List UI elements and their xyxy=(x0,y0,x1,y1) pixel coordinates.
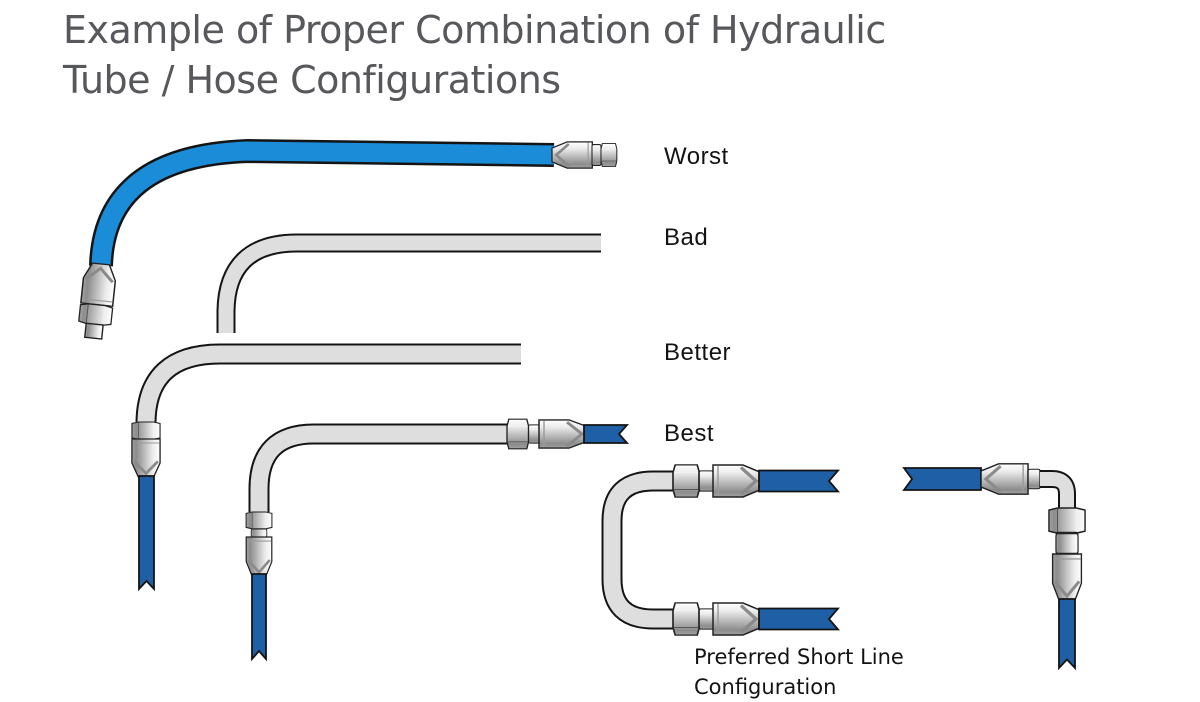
crimp-socket xyxy=(979,462,1030,496)
elbow-left-fitting xyxy=(979,462,1041,496)
hex-nut xyxy=(1048,507,1086,534)
collar-ring xyxy=(698,470,715,492)
elbow-assembly xyxy=(902,462,1086,671)
u-bottom-hose xyxy=(758,607,840,631)
page-title-line-1: Example of Proper Combination of Hydraul… xyxy=(63,8,886,52)
u-top-hose xyxy=(758,469,840,493)
caption-line-1: Preferred Short Line xyxy=(694,645,904,669)
u-bottom-fitting xyxy=(672,601,763,637)
bad-tube xyxy=(218,235,601,333)
hex-nut xyxy=(506,418,530,450)
hex-nut xyxy=(245,511,273,530)
u-tube xyxy=(603,472,675,628)
hex-nut xyxy=(672,602,701,636)
better-assembly xyxy=(130,343,521,592)
best-left-fitting xyxy=(244,511,274,578)
worst-hose-assembly xyxy=(77,138,618,340)
collar-ring xyxy=(1027,468,1041,490)
elbow-lower-fitting xyxy=(1048,507,1086,603)
elbow-bottom-hose xyxy=(1058,598,1076,671)
better-tube-outline xyxy=(135,343,521,423)
crimp-socket xyxy=(537,418,589,450)
page-title: Example of Proper Combination of Hydraul… xyxy=(63,5,1043,105)
crimp-socket xyxy=(79,260,119,308)
elbow-left-hose xyxy=(902,467,982,491)
label-worst: Worst xyxy=(664,143,729,170)
crimp-socket xyxy=(711,463,763,499)
better-tube xyxy=(137,345,521,423)
label-bad: Bad xyxy=(664,224,709,251)
crimp-socket xyxy=(1051,552,1083,603)
worst-hose-right-fitting xyxy=(550,140,618,170)
crimp-socket xyxy=(711,601,763,637)
best-assembly xyxy=(244,418,630,662)
best-left-hose xyxy=(251,573,267,662)
crimp-socket xyxy=(130,437,162,479)
worst-hose xyxy=(91,141,555,267)
preferred-u-assembly xyxy=(601,463,840,637)
better-hose xyxy=(138,475,155,592)
fitting-stem xyxy=(83,322,104,340)
collar-ring xyxy=(698,608,715,630)
hex-nut xyxy=(600,143,618,167)
u-top-fitting xyxy=(672,463,763,499)
best-tube xyxy=(250,425,507,512)
bad-tube-outline xyxy=(216,233,601,333)
hex-nut xyxy=(131,421,161,440)
label-better: Better xyxy=(664,339,732,366)
elbow-tube xyxy=(1040,472,1074,508)
crimp-socket xyxy=(244,535,274,578)
caption-line-2: Configuration xyxy=(694,675,837,699)
crimp-socket xyxy=(550,140,594,170)
best-right-fitting xyxy=(506,418,589,450)
hex-nut xyxy=(77,302,114,327)
bad-tube-assembly xyxy=(216,233,601,333)
hex-nut xyxy=(672,464,701,498)
label-best: Best xyxy=(664,420,715,447)
best-right-hose xyxy=(583,424,630,444)
page-title-line-2: Tube / Hose Configurations xyxy=(63,58,561,102)
collar-ring xyxy=(527,424,540,444)
better-left-fitting xyxy=(130,421,162,479)
caption-preferred-short-line: Preferred Short Line Configuration xyxy=(694,642,904,702)
collar-ring xyxy=(1054,531,1080,556)
collar-ring xyxy=(250,528,268,538)
worst-hose-left-fitting xyxy=(77,260,119,340)
best-tube-outline xyxy=(248,423,507,512)
collar-ring xyxy=(591,144,602,166)
